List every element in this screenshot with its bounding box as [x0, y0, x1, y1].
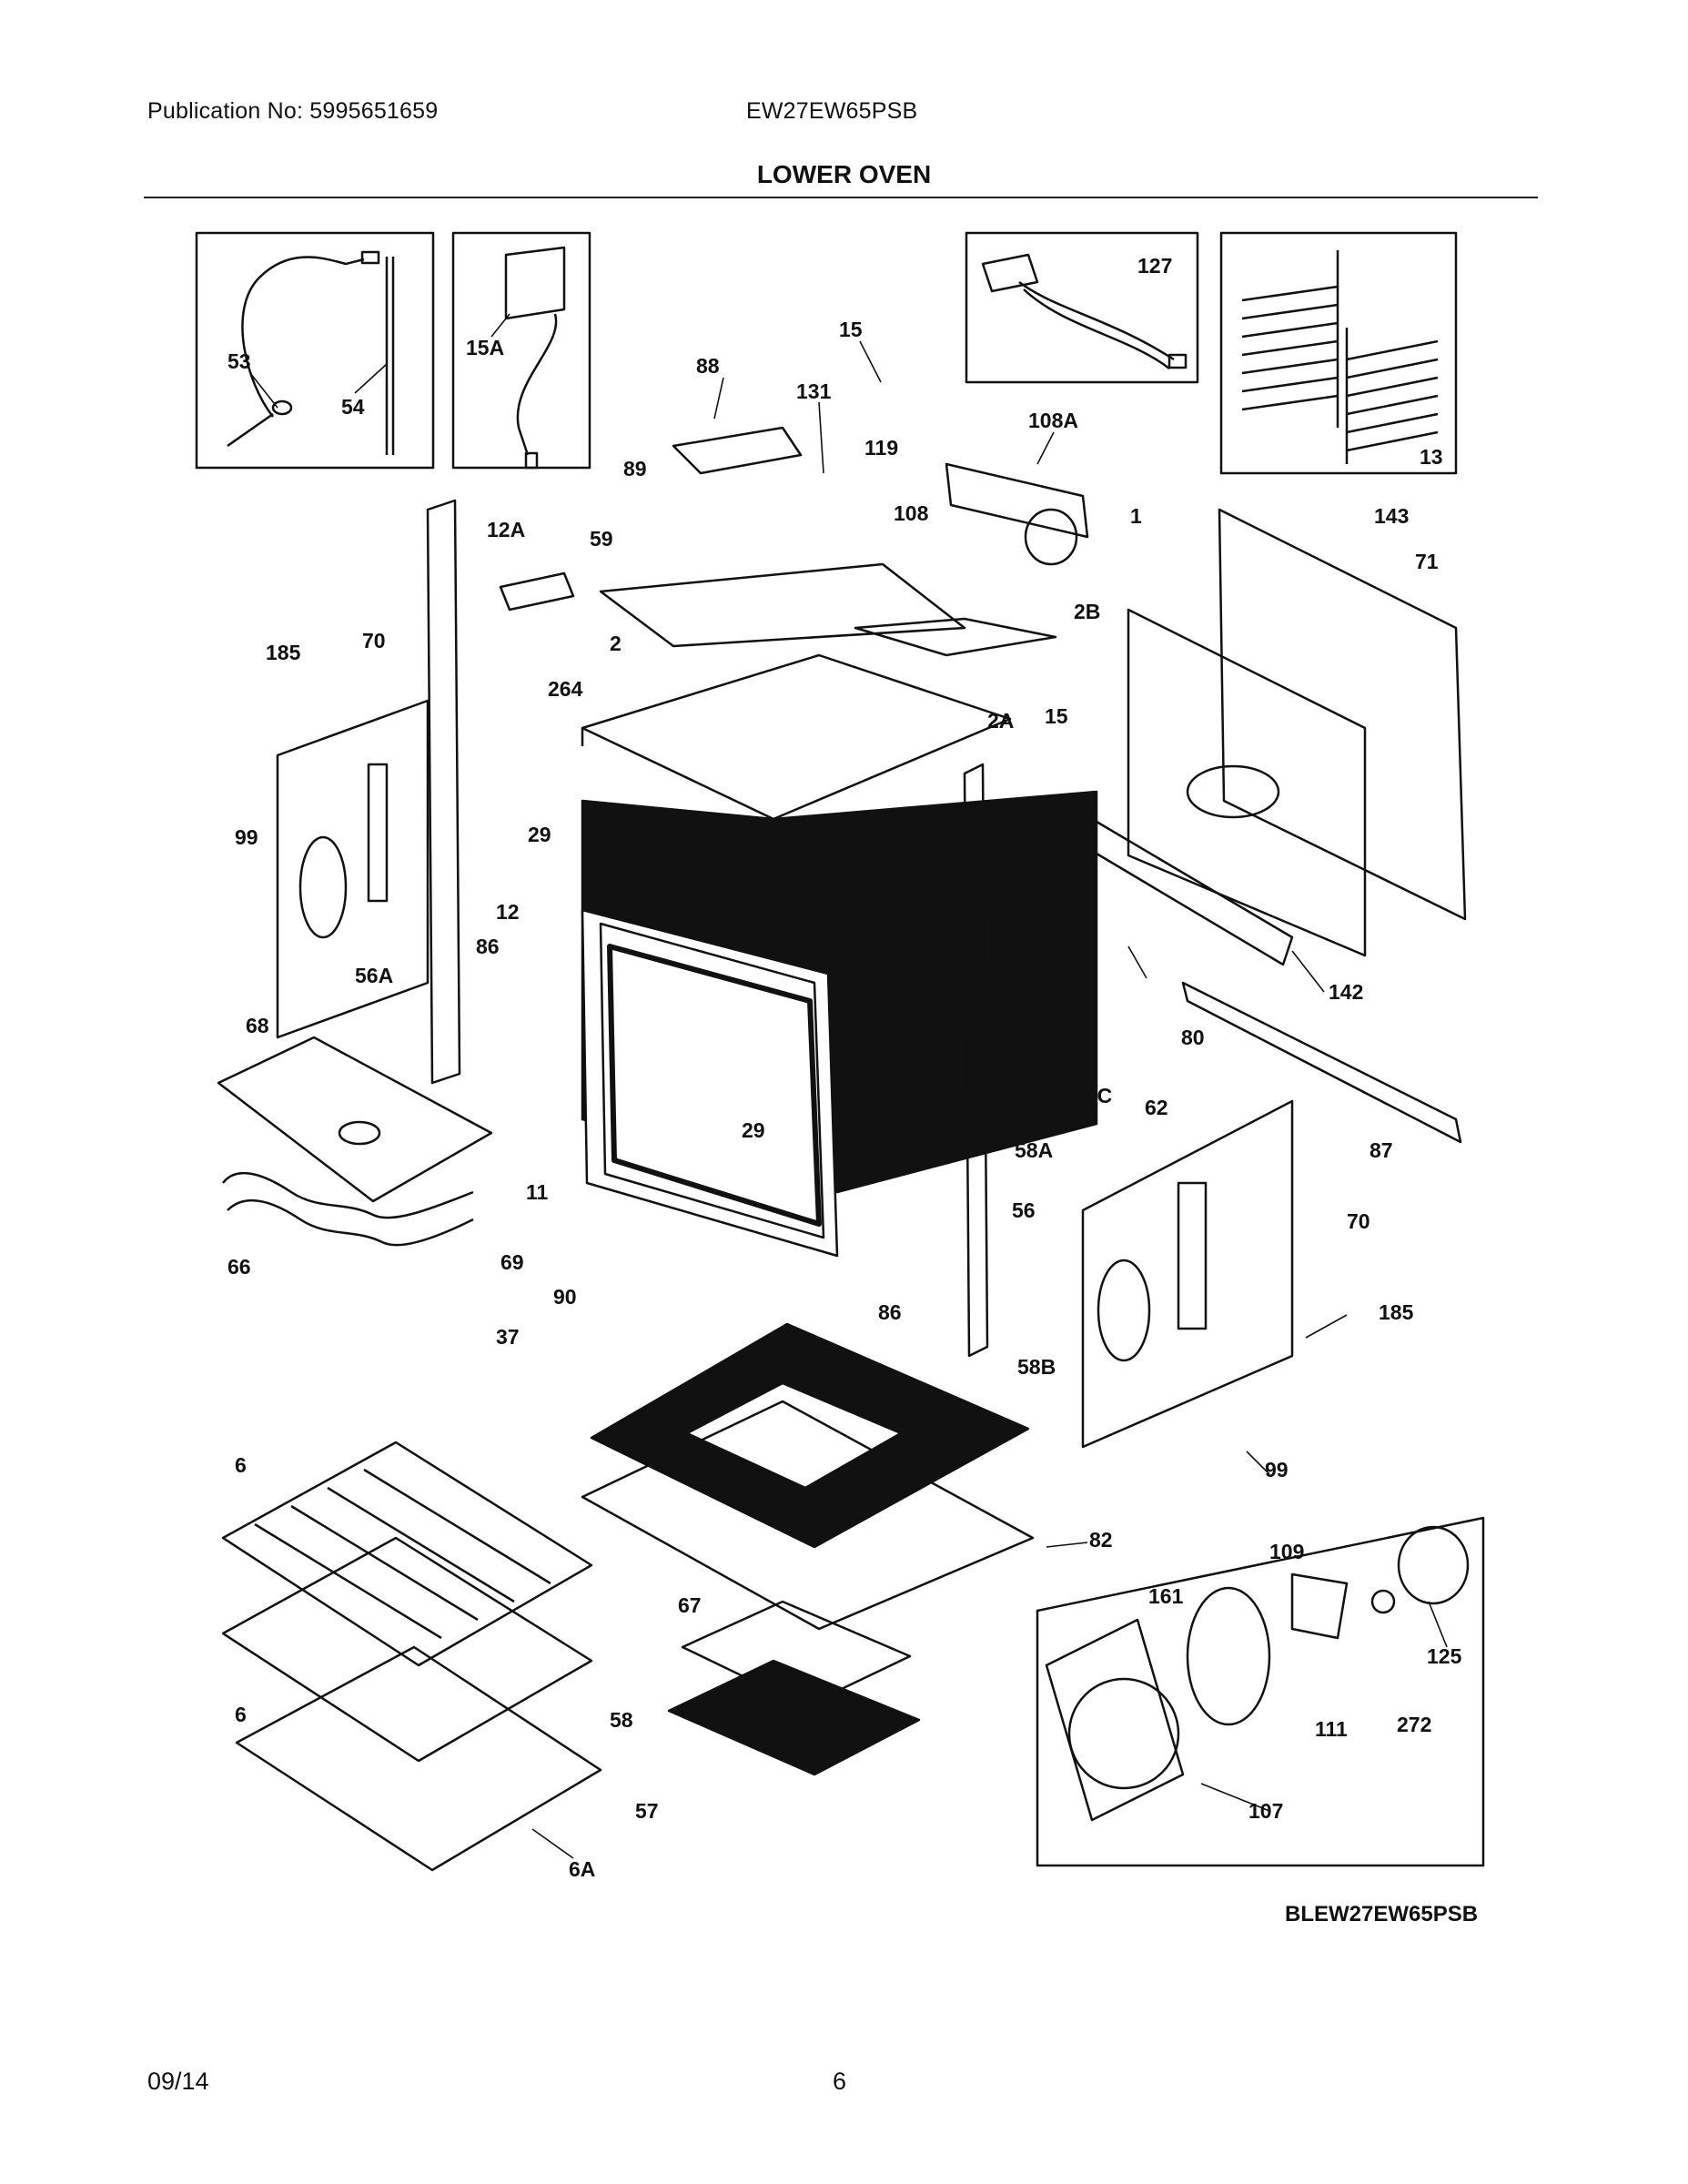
header-divider [144, 197, 1538, 198]
bottom-insulation [581, 1322, 1035, 1776]
callout: 264 [548, 677, 583, 701]
callout: 82 [1089, 1528, 1113, 1552]
inset-box-racks [1219, 231, 1458, 475]
left-side-panel [276, 499, 461, 1085]
diagram-code: BLEW27EW65PSB [1285, 1902, 1479, 1926]
callout: 68 [246, 1014, 269, 1037]
inset-box-probe [195, 231, 435, 470]
callout: 185 [266, 641, 301, 664]
callout: 69 [500, 1250, 524, 1274]
callout: 29 [528, 823, 551, 846]
top-duct-assembly [499, 426, 1089, 657]
callout: 15A [466, 336, 504, 359]
callout: 11 [526, 1180, 549, 1204]
callout: 58A [1015, 1138, 1053, 1162]
callout: 53 [227, 349, 251, 373]
callout: 6 [235, 1453, 247, 1477]
callout: 37 [496, 1325, 520, 1349]
callout: 142 [1329, 980, 1363, 1004]
callout: 272 [1397, 1713, 1431, 1736]
callout: 119 [864, 436, 898, 460]
bottom-cover-and-element [217, 1036, 493, 1247]
callout: 108A [1028, 409, 1078, 432]
rack-slides-part [1241, 250, 1439, 464]
callout: 12 [496, 900, 520, 924]
callout: 59 [590, 527, 613, 551]
inset-box-convection [1036, 1516, 1485, 1867]
callout: 125 [1427, 1644, 1462, 1668]
callout: 185 [1379, 1300, 1414, 1324]
callout: 15 [1045, 704, 1068, 728]
wire-harness-part [981, 253, 1188, 369]
callout: 62 [1145, 1096, 1168, 1119]
callout: 90 [553, 1285, 577, 1309]
oven-cavity [581, 790, 1098, 1258]
callout: 2B [1074, 600, 1100, 623]
callout: 99 [235, 825, 258, 849]
callout: 143 [1374, 504, 1409, 528]
meat-probe-part [227, 250, 395, 455]
leader-lines [249, 313, 1448, 1859]
callout: 67 [678, 1593, 702, 1617]
callout: 108 [894, 501, 929, 525]
oven-racks [221, 1441, 602, 1872]
convection-fan-assembly [1045, 1525, 1470, 1822]
callout: 131 [796, 379, 832, 403]
callout: 58 [610, 1708, 633, 1732]
footer-date: 09/14 [147, 2068, 209, 2095]
page-title: LOWER OVEN [756, 160, 932, 188]
right-side-panel [1081, 1099, 1294, 1449]
callout: 29 [742, 1118, 765, 1142]
control-board-part [504, 246, 566, 470]
callout: 58C [1074, 1084, 1112, 1107]
callout: 2 [610, 632, 622, 655]
callout: 1 [1130, 504, 1142, 528]
callout: 15 [839, 318, 863, 341]
callout: 80 [1181, 1026, 1205, 1049]
callout: 161 [1148, 1584, 1184, 1608]
callout: 56 [1012, 1198, 1036, 1222]
callout: 57 [635, 1799, 659, 1823]
page-number: 6 [833, 2068, 847, 2095]
callout-labels: 53 54 15A 15 88 131 127 108A 13 119 89 1… [227, 254, 1462, 1881]
callout: 66 [227, 1255, 251, 1279]
callout: 107 [1248, 1799, 1283, 1823]
callout: 87 [1370, 1138, 1393, 1162]
callout: 70 [362, 629, 386, 652]
callout: 88 [696, 354, 720, 378]
callout: 86 [878, 1300, 902, 1324]
callout: 2A [987, 709, 1014, 733]
callout: 56A [355, 964, 393, 987]
callout: 127 [1137, 254, 1172, 278]
callout: 99 [1265, 1458, 1289, 1481]
rear-panel [1127, 508, 1467, 957]
callout: 109 [1269, 1540, 1304, 1563]
callout: 6A [569, 1857, 595, 1881]
callout: 111 [1315, 1717, 1348, 1741]
inset-box-control [451, 231, 591, 470]
callout: 70 [1347, 1209, 1370, 1233]
callout: 71 [1415, 550, 1439, 573]
front-frame-rail [963, 763, 1462, 1358]
callout: 89 [623, 457, 647, 480]
callout: 6 [235, 1703, 247, 1726]
callout: 86 [476, 935, 500, 958]
callout: 12A [487, 518, 525, 541]
callout: 13 [1420, 445, 1443, 469]
publication-number: Publication No: 5995651659 [147, 98, 439, 124]
inset-box-harness [965, 231, 1199, 384]
callout: 54 [341, 395, 365, 419]
model-number: EW27EW65PSB [746, 98, 918, 124]
callout: 58B [1017, 1355, 1056, 1379]
